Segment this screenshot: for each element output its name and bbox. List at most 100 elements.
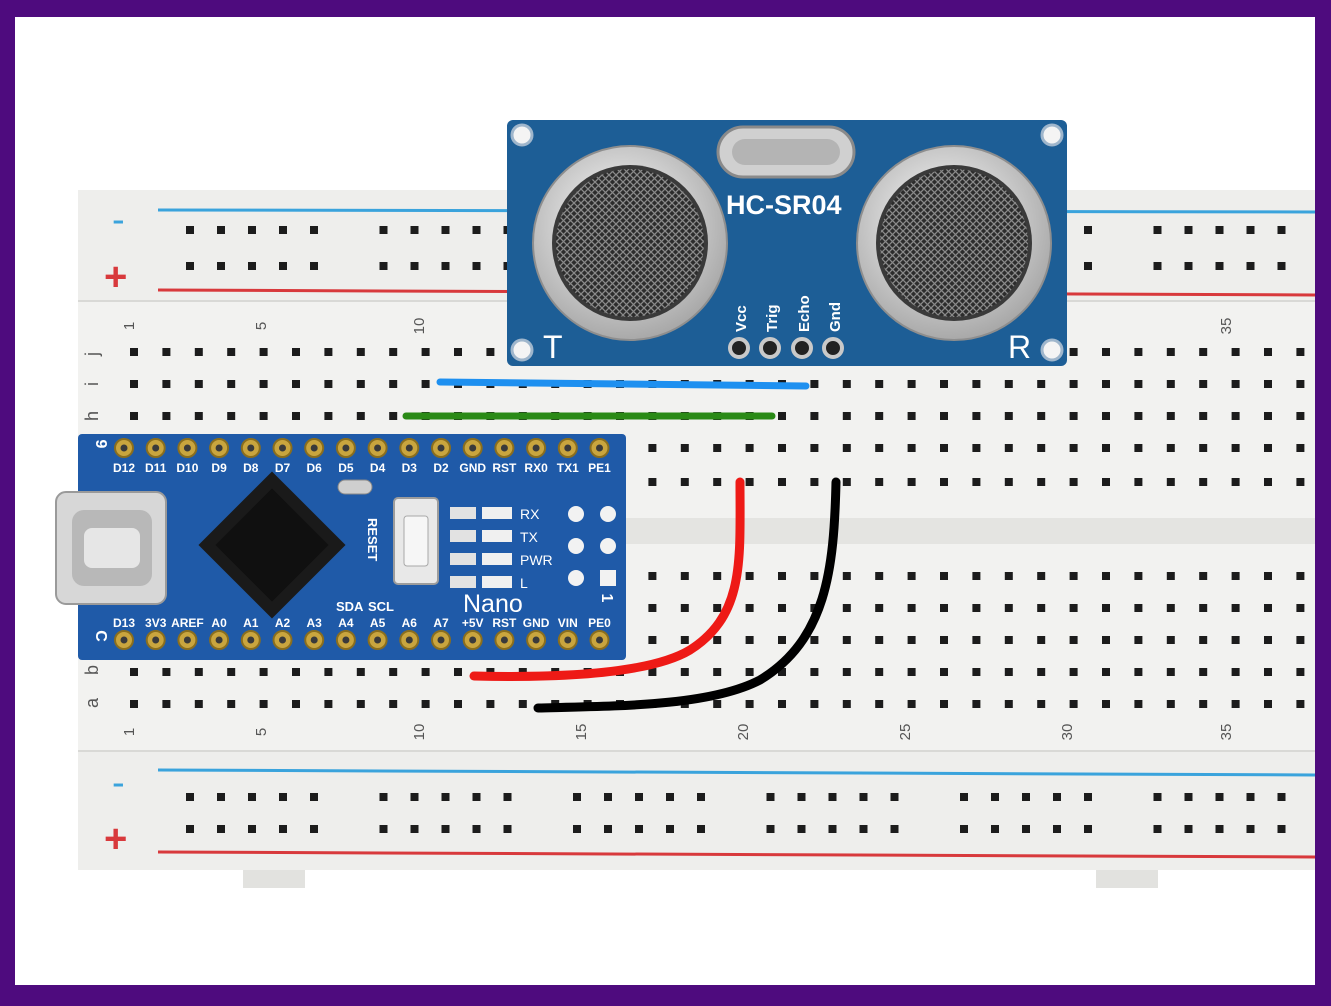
- rail-hole: [1277, 226, 1286, 234]
- arduino-nano: RESET RX TX PWR L Nano SDA SCL 9 C 1 D12…: [55, 434, 626, 660]
- breadboard-hole: [1134, 412, 1143, 420]
- breadboard-hole: [1231, 348, 1240, 356]
- breadboard-hole: [842, 604, 851, 612]
- breadboard-hole: [907, 700, 916, 708]
- breadboard-hole: [227, 668, 236, 676]
- rail-hole: [410, 793, 419, 801]
- breadboard-hole: [1296, 636, 1305, 644]
- rail-hole: [1246, 793, 1255, 801]
- nano-pin-hole: [279, 636, 286, 644]
- breadboard-hole: [1004, 700, 1013, 708]
- breadboard-hole: [1296, 412, 1305, 420]
- breadboard-hole: [940, 700, 948, 708]
- breadboard-hole: [1264, 412, 1272, 420]
- breadboard-hole: [1264, 478, 1272, 486]
- breadboard-hole: [713, 668, 722, 676]
- breadboard-hole: [1166, 700, 1175, 708]
- breadboard-hole: [1004, 444, 1013, 452]
- breadboard-hole: [324, 668, 333, 676]
- breadboard-hole: [227, 412, 236, 420]
- breadboard-hole: [356, 412, 365, 420]
- nano-pin-label: A0: [211, 616, 227, 630]
- breadboard-hole: [1166, 604, 1175, 612]
- column-number-top: 5: [253, 322, 270, 330]
- nano-pin-label: A1: [243, 616, 259, 630]
- rail-hole: [604, 793, 612, 801]
- mount-hole: [1040, 338, 1064, 362]
- breadboard-hole: [907, 636, 916, 644]
- breadboard-hole: [810, 380, 819, 388]
- breadboard-hole: [1264, 572, 1272, 580]
- breadboard-hole: [907, 412, 916, 420]
- breadboard-hole: [1199, 412, 1208, 420]
- nano-pin-label: RX0: [524, 461, 548, 475]
- rail-hole: [1215, 262, 1224, 270]
- rail-hole: [472, 793, 481, 801]
- rail-hole: [279, 825, 287, 833]
- breadboard-hole: [1037, 412, 1046, 420]
- nano-pin-hole: [596, 444, 603, 452]
- breadboard-hole: [1166, 444, 1175, 452]
- status-leds: [450, 507, 512, 588]
- rail-hole: [503, 825, 512, 833]
- mount-hole: [510, 338, 534, 362]
- breadboard-hole: [1069, 700, 1078, 708]
- breadboard-hole: [1231, 478, 1240, 486]
- breadboard-hole: [1231, 444, 1240, 452]
- breadboard-hole: [1264, 348, 1272, 356]
- breadboard-hole: [1166, 380, 1175, 388]
- wire-blue: [436, 378, 810, 390]
- rail-hole: [1246, 226, 1255, 234]
- breadboard-hole: [1199, 668, 1208, 676]
- breadboard-hole: [1134, 700, 1143, 708]
- breadboard-hole: [259, 348, 268, 356]
- rail-hole: [1246, 825, 1255, 833]
- breadboard-hole: [972, 444, 981, 452]
- hc-sr04-sensor: HC-SR04 T R Vcc Trig Echo Gnd: [507, 120, 1067, 366]
- sensor-pin-label: Vcc: [733, 305, 750, 332]
- rail-hole: [1053, 793, 1061, 801]
- rail-hole: [797, 825, 806, 833]
- rail-hole: [1153, 793, 1162, 801]
- rail-hole: [1022, 825, 1030, 833]
- column-number-bottom: 1: [121, 728, 138, 736]
- nano-pin-label: D3: [402, 461, 418, 475]
- breadboard-hole: [778, 444, 786, 452]
- breadboard-hole: [1296, 444, 1305, 452]
- breadboard-hole: [389, 668, 398, 676]
- breadboard-hole: [778, 604, 786, 612]
- rail-hole: [1184, 793, 1193, 801]
- reset-label: RESET: [365, 518, 380, 561]
- breadboard-hole: [1199, 348, 1208, 356]
- breadboard-hole: [680, 572, 689, 580]
- rail-hole: [991, 793, 999, 801]
- breadboard-hole: [680, 636, 689, 644]
- sensor-pin-pad: [759, 337, 781, 359]
- nano-pin-label: RST: [492, 461, 517, 475]
- nano-pin-hole: [469, 444, 477, 452]
- nano-pin-label: 3V3: [145, 616, 167, 630]
- breadboard-hole: [713, 478, 722, 486]
- rail-hole: [573, 793, 581, 801]
- rail-hole: [1153, 226, 1162, 234]
- rail-hole: [1084, 793, 1092, 801]
- breadboard-hole: [1037, 668, 1046, 676]
- breadboard-hole: [810, 700, 819, 708]
- sda-label: SDA: [336, 599, 364, 614]
- rail-plus-label-bottom: +: [104, 817, 127, 861]
- rail-hole: [441, 262, 450, 270]
- rail-hole: [635, 825, 643, 833]
- breadboard-hole: [1102, 636, 1110, 644]
- rail-minus-label-top: -: [112, 199, 125, 241]
- breadboard-hole: [680, 604, 689, 612]
- breadboard-hole: [1004, 380, 1013, 388]
- rail-hole: [890, 793, 899, 801]
- breadboard-hole: [421, 348, 430, 356]
- breadboard-hole: [1004, 572, 1013, 580]
- breadboard-hole: [1037, 380, 1046, 388]
- rail-hole: [1277, 262, 1286, 270]
- breadboard-hole: [454, 700, 462, 708]
- breadboard-hole: [940, 604, 948, 612]
- rail-line-bottom-minus: [157, 768, 1316, 777]
